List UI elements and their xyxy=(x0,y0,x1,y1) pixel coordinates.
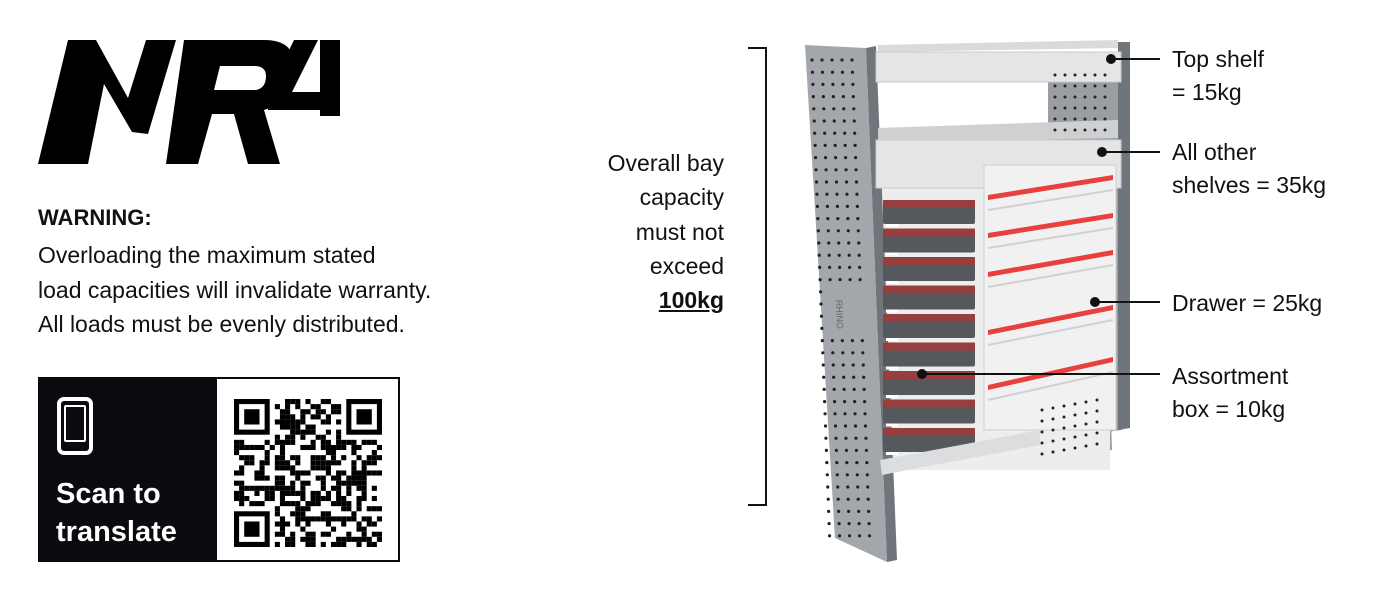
assortment-box-label: Assortment xyxy=(1172,363,1289,389)
assortment-box-stack xyxy=(883,200,975,455)
other-shelves-capacity: shelves = 35kg xyxy=(1172,172,1327,198)
qr-code[interactable] xyxy=(215,377,400,562)
warning-title: WARNING: xyxy=(38,205,152,230)
bay-capacity-line: capacity xyxy=(639,184,724,210)
drawer-handle-stripe xyxy=(988,213,1113,238)
scan-text-line: translate xyxy=(56,516,177,548)
left-side-panel xyxy=(805,45,887,562)
bay-capacity-line: Overall bay xyxy=(607,150,724,176)
drawer-capacity: Drawer = 25kg xyxy=(1172,290,1323,316)
warning-line: load capacities will invalidate warranty… xyxy=(38,277,432,303)
bay-capacity-line: exceed xyxy=(649,253,724,279)
bay-capacity-limit: 100kg xyxy=(658,287,724,313)
drawer-handle-stripe xyxy=(988,175,1113,200)
drawer-handle-stripe xyxy=(988,305,1113,335)
scan-text-line: Scan to xyxy=(56,478,161,510)
top-shelf xyxy=(875,51,1122,83)
top-shelf-capacity: = 15kg xyxy=(1172,79,1242,105)
warning-line: Overloading the maximum stated xyxy=(38,242,376,268)
other-shelves-label: All other xyxy=(1172,139,1257,165)
scan-to-translate-panel: Scan to translate xyxy=(38,377,215,562)
top-shelf-label: Top shelf xyxy=(1172,46,1265,72)
bay-capacity-line: must not xyxy=(635,219,724,245)
height-bracket xyxy=(748,47,767,506)
warning-line: All loads must be evenly distributed. xyxy=(38,311,405,337)
assortment-box-capacity: box = 10kg xyxy=(1172,396,1286,422)
leader-lines xyxy=(917,54,1160,379)
mobile-phone-icon xyxy=(57,397,93,455)
rhino-brand-mark: RHINO xyxy=(834,300,845,329)
drawer-handle-stripe xyxy=(988,250,1113,277)
qr-code-icon xyxy=(234,399,382,547)
mr4-logo xyxy=(38,40,340,164)
